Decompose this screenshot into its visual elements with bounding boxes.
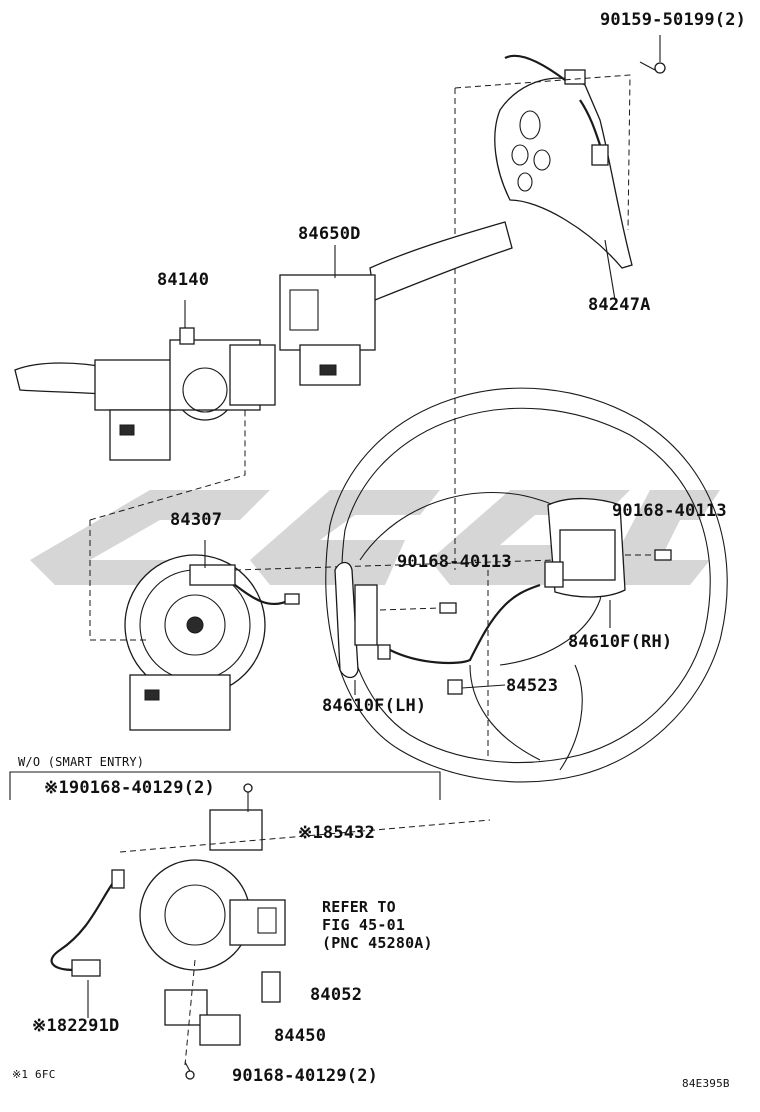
label-bolt-top: 90159-50199(2)	[600, 10, 747, 30]
label-switch-lh: 84610F(LH)	[322, 696, 427, 716]
label-refer-line1: REFER TO	[322, 898, 396, 916]
label-spiral-cable: 84307	[170, 510, 223, 530]
label-part-84450: 84450	[274, 1026, 327, 1046]
spiral-cable-84307	[89, 410, 556, 731]
label-figure-code: 84E395B	[682, 1077, 730, 1090]
label-screw-ignition: ※190168-40129(2)	[44, 778, 215, 798]
smart-entry-box	[9, 771, 441, 800]
label-paddle-switch: 84247A	[588, 295, 651, 315]
label-part-84052: 84052	[310, 985, 363, 1005]
steering-switch-lh-84610F	[334, 561, 457, 695]
label-wire-harness: 84523	[506, 676, 559, 696]
wire-harness-84523	[389, 570, 541, 760]
label-part-82291: ※182291D	[32, 1016, 120, 1036]
steering-switch-rh-84610F	[544, 497, 672, 628]
label-refer-line2: FIG 45-01	[322, 916, 406, 934]
steering-wheel	[325, 387, 728, 783]
wiper-switch-84650D	[279, 221, 513, 386]
label-switch-rh: 84610F(RH)	[568, 632, 673, 652]
ignition-assembly	[50, 783, 491, 1080]
label-wiper-switch: 84650D	[298, 224, 361, 244]
label-smart-entry: W/O (SMART ENTRY)	[18, 755, 145, 769]
label-screw-bottom: 90168-40129(2)	[232, 1066, 379, 1086]
label-screw-right: 90168-40113	[612, 501, 727, 521]
label-ignition-part: ※185432	[298, 823, 376, 843]
label-footnote: ※1 6FC	[12, 1068, 56, 1081]
label-screw-center: 90168-40113	[397, 552, 512, 572]
paddle-switch-84247A	[454, 35, 666, 570]
label-refer-line3: (PNC 45280A)	[322, 934, 433, 952]
label-turn-switch: 84140	[157, 270, 210, 290]
turn-signal-switch-84140	[14, 300, 276, 461]
